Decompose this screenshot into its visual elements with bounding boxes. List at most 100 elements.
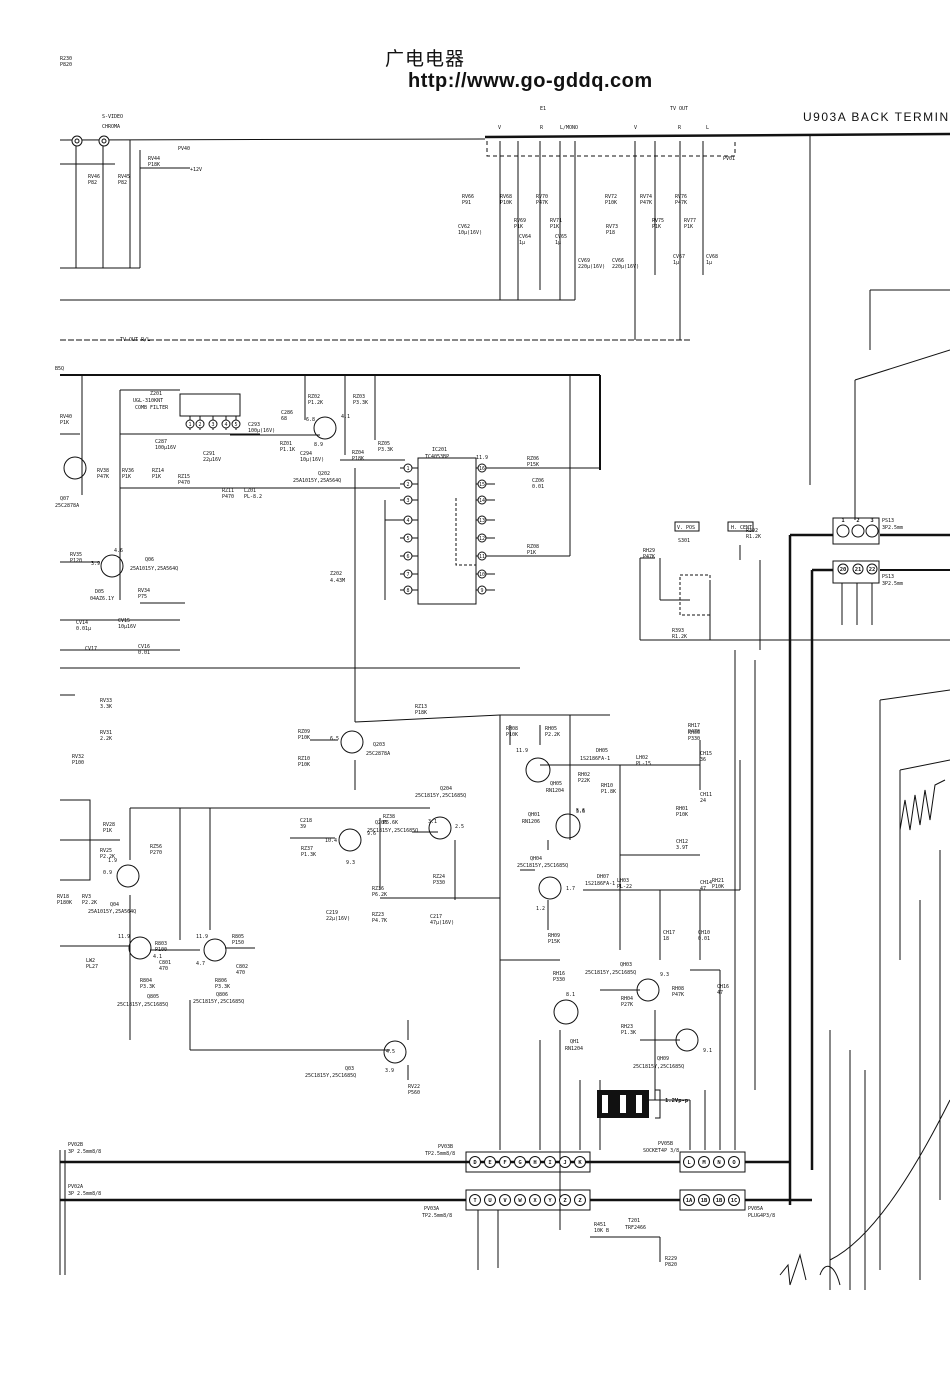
voltage-reading: 1.2 [536, 906, 545, 912]
resistor-value: P10K [298, 735, 310, 741]
capacitor-ref: C219 [326, 910, 338, 916]
inductor-value: PL-15 [636, 761, 651, 767]
resistor-ref: R230 [60, 56, 72, 62]
resistor-value: P47K [97, 474, 109, 480]
resistor-ref: R451 [594, 1222, 606, 1228]
resistor-value: P270 [150, 850, 162, 856]
resistor-value: R1.2K [746, 534, 761, 540]
ic201-pin: 11 [479, 554, 485, 560]
pv03b-part-label: TP2.5mm8/8 [425, 1151, 455, 1157]
pv03a-pin: Z [578, 1198, 582, 1204]
voltage-reading: 8.9 [314, 442, 323, 448]
resistor-value: P100 [72, 760, 84, 766]
capacitor-ref: CV16 [138, 644, 150, 650]
capacitor-ref: C217 [430, 914, 442, 920]
q204-part-label: 25C1815Y,25C1685Q [415, 793, 466, 799]
inductor-value: PL-8.2 [244, 494, 262, 500]
voltage-reading: 4.5 [386, 1049, 395, 1055]
resistor-value: P10K [500, 200, 512, 206]
capacitor-ref: CH11 [700, 792, 712, 798]
capacitor-value: 10μ16V [118, 624, 136, 630]
dh05-part-label: 1S2186FA-1 [580, 756, 610, 762]
resistor-value: P47K [640, 200, 652, 206]
capacitor-ref: CH12 [676, 839, 688, 845]
capacitor-ref: CH14 [700, 880, 712, 886]
inductor-value: PL27 [86, 964, 98, 970]
voltage-reading: 9.6 [367, 831, 376, 837]
resistor-value: P1K [60, 420, 69, 426]
ps13_bot-pin: 20 [840, 567, 847, 573]
resistor-ref: RZ01 [280, 441, 292, 447]
q04-label: Q04 [110, 902, 119, 908]
capacitor-ref: C801 [159, 960, 171, 966]
capacitor-ref: CV14 [76, 620, 88, 626]
capacitor-ref: CH17 [663, 930, 675, 936]
capacitor-value: 1μ [706, 260, 712, 266]
capacitor-value: 1μ [673, 260, 679, 266]
q07-label: Q07 [60, 496, 69, 502]
resistor-value: P18K [352, 456, 364, 462]
resistor-value: P47K [675, 200, 687, 206]
q03-part-label: 25C1815Y,25C1685Q [305, 1073, 356, 1079]
resistor-ref: R804 [140, 978, 152, 984]
resistor-ref: RZ08 [527, 544, 539, 550]
resistor-value: P1.8K [601, 789, 616, 795]
q04-part-label: 25A1015Y,25A564Q [88, 909, 136, 915]
capacitor-value: 1μ [555, 240, 561, 246]
capacitor-value: 3.9T [676, 845, 688, 851]
capacitor-ref: CH16 [717, 984, 729, 990]
capacitor-value: 220μ(16V) [612, 264, 639, 270]
resistor-ref: RH01 [676, 806, 688, 812]
resistor-labels: RV44P18KRV46P82RV45P82RV66P91RV68P10KRV7… [57, 56, 761, 1268]
voltage-reading: 11.9 [196, 934, 208, 940]
q07-part-label: 25C2878A [55, 503, 79, 509]
q202-label: Q202 [318, 471, 330, 477]
resistor-ref: RV25 [100, 848, 112, 854]
resistor-value: P1K [527, 550, 536, 556]
q806-label: Q806 [216, 992, 228, 998]
capacitor-value: 36 [700, 757, 706, 763]
voltage-reading: 5.6 [576, 809, 585, 815]
voltage-reading: 4.1 [341, 414, 350, 420]
qh05-part-label: RN1204 [546, 788, 564, 794]
resistor-value: P18 [606, 230, 615, 236]
resistor-value: P330 [433, 880, 445, 886]
pv05b-pin: M [702, 1160, 706, 1166]
pv05b-part-label: SOCKET4P 3/8 [643, 1148, 679, 1154]
q205-part-label: 25C1815Y,25C1685Q [367, 828, 418, 834]
resistor-value: P47K [672, 992, 684, 998]
resistor-ref: RZ15 [178, 474, 190, 480]
capacitor-ref: CV65 [555, 234, 567, 240]
resistor-ref: RV22 [408, 1084, 420, 1090]
capacitor-value: 220μ(16V) [578, 264, 605, 270]
e1-l-mono-label: L/MONO [560, 125, 578, 131]
resistor-ref: RV70 [536, 194, 548, 200]
b5q-label: B5Q [55, 366, 64, 372]
capacitor-ref: C287 [155, 439, 167, 445]
qh04-part-label: 25C1815Y,25C1685Q [517, 863, 568, 869]
resistor-ref: RZ03 [353, 394, 365, 400]
capacitor-ref: CH15 [700, 751, 712, 757]
pv05b-pin: N [717, 1160, 720, 1166]
pv03a-pin: W [518, 1198, 522, 1204]
hcent-label: H. CENT [731, 525, 752, 531]
resistor-value: P2.2K [545, 732, 560, 738]
ps13-top-part-label: 3P2.5mm [882, 525, 903, 531]
voltage-reading: 6.5 [330, 736, 339, 742]
resistor-ref: RV77 [684, 218, 696, 224]
d05-part-label: 04AZ6.1Y [90, 596, 114, 602]
resistor-ref: RV76 [675, 194, 687, 200]
voltage-reading: 1.7 [566, 886, 575, 892]
pv02b-label: PV02B [68, 1142, 83, 1148]
ic201-pin: 1 [406, 466, 409, 472]
pv03b-pin: H [533, 1160, 536, 1166]
svideo-label: S-VIDEO [102, 114, 123, 120]
resistor-ref: RH21 [712, 878, 724, 884]
qh1-part-label: RN1204 [565, 1046, 583, 1052]
resistor-value: P1.3K [301, 852, 316, 858]
